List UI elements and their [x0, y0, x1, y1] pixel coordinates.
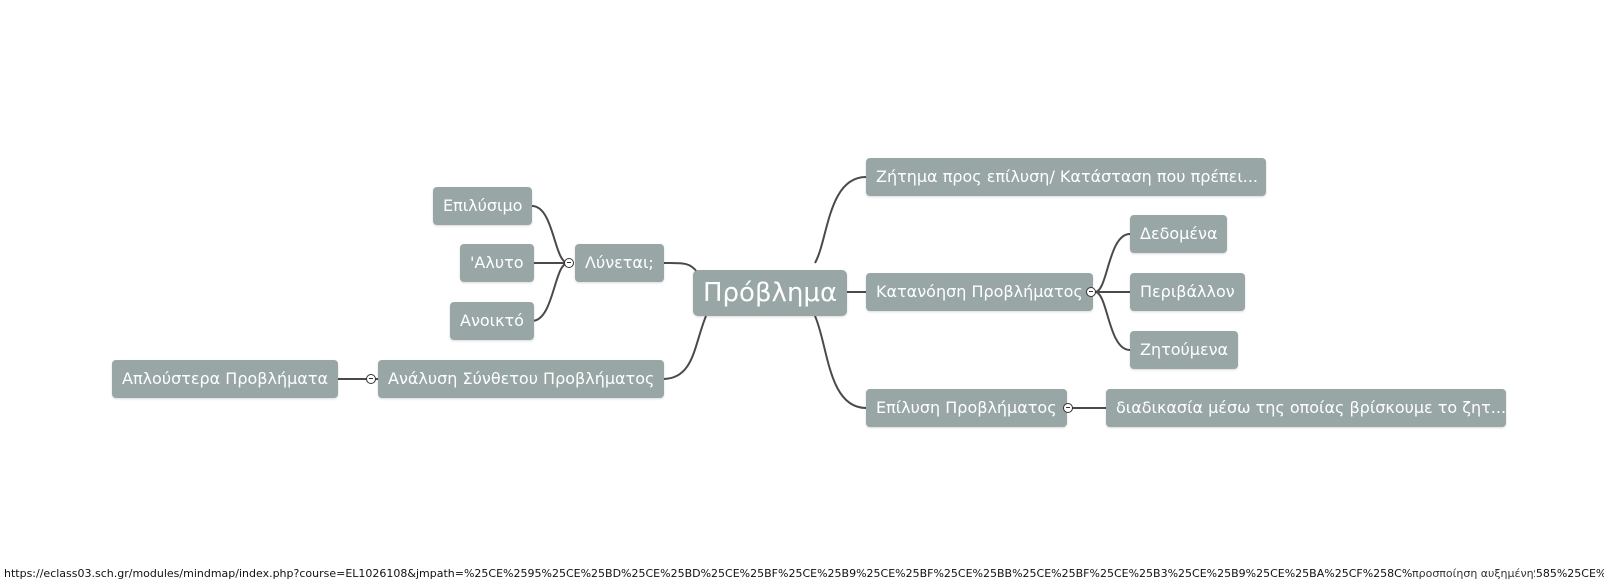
- link-root-solving: [814, 315, 867, 409]
- link-root-analysis: [662, 315, 707, 380]
- node-dedomena[interactable]: Δεδομένα: [1130, 215, 1228, 253]
- node-perivallon[interactable]: Περιβάλλον: [1130, 273, 1245, 311]
- node-solving[interactable]: Επίλυση Προβλήματος: [866, 389, 1067, 427]
- node-zitoumena[interactable]: Ζητούμενα: [1130, 331, 1239, 369]
- node-definition[interactable]: Ζήτημα προς επίλυση/ Κατάσταση που πρέπε…: [866, 158, 1266, 196]
- node-anoikto[interactable]: Ανοικτό: [450, 302, 534, 340]
- node-alyto[interactable]: 'Αλυτο: [460, 244, 534, 282]
- link-understanding-zitoumena: [1094, 291, 1131, 351]
- node-solving-child[interactable]: διαδικασία μέσω της οποίας βρίσκουμε το …: [1106, 389, 1506, 427]
- collapse-minus-icon[interactable]: [1063, 403, 1073, 413]
- root-node[interactable]: Πρόβλημα: [693, 270, 848, 316]
- status-bar-url: https://eclass03.sch.gr/modules/mindmap/…: [0, 563, 1604, 585]
- link-understanding-dedomena: [1094, 233, 1131, 293]
- collapse-minus-icon[interactable]: [1086, 287, 1096, 297]
- collapse-minus-icon[interactable]: [564, 258, 574, 268]
- node-analysis-child[interactable]: Απλούστερα Προβλήματα: [112, 360, 339, 398]
- link-solvable-epilysimo: [531, 205, 569, 264]
- status-bar-overlay-text: προσποίηση αυξημένη: [1412, 563, 1534, 585]
- node-analysis[interactable]: Ανάλυση Σύνθετου Προβλήματος: [378, 360, 665, 398]
- collapse-minus-icon[interactable]: [366, 374, 376, 384]
- node-understanding[interactable]: Κατανόηση Προβλήματος: [866, 273, 1093, 311]
- link-root-definition: [814, 176, 867, 264]
- node-solvable[interactable]: Λύνεται;: [575, 244, 664, 282]
- link-root-solvable: [662, 261, 698, 273]
- link-solvable-anoikto: [531, 262, 569, 322]
- node-epilysimo[interactable]: Επιλύσιμο: [433, 187, 533, 225]
